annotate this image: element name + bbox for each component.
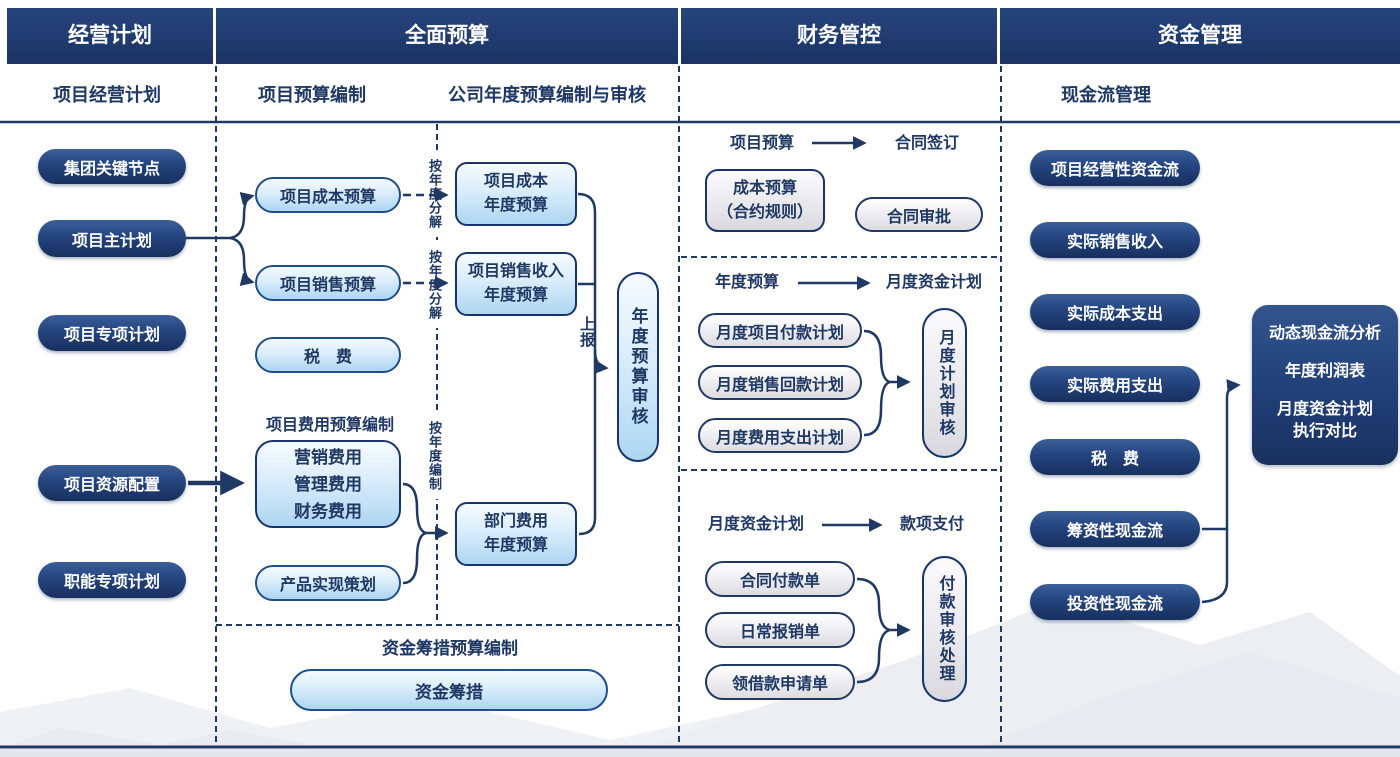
label-project-expense-budgeting: 项目费用预算编制 xyxy=(265,417,394,434)
header-financial-control: 财务管控 xyxy=(681,8,997,64)
label-report-up: 上报 xyxy=(578,310,595,354)
label-annual-breakdown-1: 按年度分解 xyxy=(426,150,443,237)
node-product-realization-planning: 产品实现策划 xyxy=(255,565,401,601)
expense-line-finance: 财务费用 xyxy=(294,501,362,521)
box-line: 部门费用 xyxy=(483,513,548,530)
box-line: 项目成本 xyxy=(483,173,548,190)
arrow-cashflows-to-analysis xyxy=(1201,379,1241,604)
header-comprehensive-budget: 全面预算 xyxy=(216,8,678,64)
node-daily-expense-claim: 日常报销单 xyxy=(705,612,855,648)
node-monthly-expense-payout-plan: 月度费用支出计划 xyxy=(698,418,862,453)
node-project-operating-cashflow: 项目经营性资金流 xyxy=(1030,150,1200,186)
node-project-resource-allocation: 项目资源配置 xyxy=(38,465,186,501)
subheader-cashflow-management: 现金流管理 xyxy=(1061,85,1151,105)
box-line: 年度预算 xyxy=(483,537,548,554)
box-line: 成本预算 xyxy=(732,179,797,197)
node-payment-review-processing: 付款审核处理 xyxy=(922,556,967,702)
node-taxes-actual: 税 费 xyxy=(1030,439,1200,475)
node-expense-box: 营销费用 管理费用 财务费用 xyxy=(255,440,401,528)
analysis-line: 月度资金计划 xyxy=(1276,401,1373,418)
node-actual-expense-payout: 实际费用支出 xyxy=(1030,366,1200,402)
subheader-annual-budget-review: 公司年度预算编制与审核 xyxy=(448,85,646,105)
subheader-project-business-plan: 项目经营计划 xyxy=(53,85,161,105)
box-line: 年度预算 xyxy=(483,197,548,214)
node-contract-payment-slip: 合同付款单 xyxy=(705,561,855,597)
brace-payment-slips xyxy=(856,577,908,684)
arrow-report-to-review xyxy=(593,349,609,374)
node-monthly-sales-collection-plan: 月度销售回款计划 xyxy=(698,365,862,400)
label-annual-compilation: 按年度编制 xyxy=(426,412,443,499)
analysis-line: 执行对比 xyxy=(1292,423,1357,440)
node-annual-budget-review: 年度预算审核 xyxy=(617,272,659,462)
label-funding-budgeting: 资金筹措预算编制 xyxy=(382,639,518,658)
header-capital-management: 资金管理 xyxy=(1000,8,1400,64)
node-project-cost-annual-budget: 项目成本 年度预算 xyxy=(455,162,577,226)
brace-monthly-plans xyxy=(863,329,908,437)
node-financing-cashflow: 筹资性现金流 xyxy=(1030,511,1200,547)
analysis-line: 动态现金流分析 xyxy=(1268,325,1381,342)
node-monthly-project-payment-plan: 月度项目付款计划 xyxy=(698,313,862,348)
label-annual-breakdown-2: 按年度分解 xyxy=(426,241,443,328)
label-project-budget-from: 项目预算 xyxy=(729,135,794,152)
label-annual-budget-from: 年度预算 xyxy=(714,274,779,291)
node-actual-sales-income: 实际销售收入 xyxy=(1030,222,1200,258)
analysis-line: 年度利润表 xyxy=(1284,363,1365,380)
node-actual-cost-payout: 实际成本支出 xyxy=(1030,294,1200,330)
expense-line-admin: 管理费用 xyxy=(294,474,362,494)
label-monthly-fund-plan: 月度资金计划 xyxy=(885,274,982,291)
expense-line-marketing: 营销费用 xyxy=(294,447,362,467)
line-annual-boxes-join xyxy=(577,192,597,536)
node-investing-cashflow: 投资性现金流 xyxy=(1030,584,1200,620)
node-project-sales-annual-budget: 项目销售收入 年度预算 xyxy=(455,252,577,316)
arrow-master-to-sales xyxy=(229,236,255,286)
label-payment-of-funds: 款项支付 xyxy=(899,516,964,533)
node-fund-raising: 资金筹措 xyxy=(290,669,608,711)
node-project-sales-budget: 项目销售预算 xyxy=(255,265,401,301)
node-functional-special-plan: 职能专项计划 xyxy=(38,562,186,598)
node-monthly-plan-review: 月度计划审核 xyxy=(922,308,967,458)
node-project-master-plan: 项目主计划 xyxy=(38,220,186,257)
node-department-expense-annual-budget: 部门费用 年度预算 xyxy=(455,502,577,566)
header-business-planning: 经营计划 xyxy=(7,8,213,64)
node-taxes: 税 费 xyxy=(255,337,401,373)
node-group-key-milestones: 集团关键节点 xyxy=(38,149,186,184)
box-line: 项目销售收入 xyxy=(467,263,564,280)
label-contract-signing: 合同签订 xyxy=(894,135,959,152)
node-loan-application-slip: 领借款申请单 xyxy=(705,664,855,700)
box-line: 年度预算 xyxy=(483,287,548,304)
node-project-special-plan: 项目专项计划 xyxy=(38,315,186,351)
box-line: （合约规则） xyxy=(716,203,813,221)
node-project-cost-budget: 项目成本预算 xyxy=(255,177,401,213)
node-dynamic-cashflow-analysis: 动态现金流分析 年度利润表 月度资金计划 执行对比 xyxy=(1252,305,1398,465)
label-monthly-fund-plan-from: 月度资金计划 xyxy=(707,516,804,533)
arrow-master-to-cost xyxy=(186,196,252,240)
node-contract-approval: 合同审批 xyxy=(855,197,983,232)
node-cost-budget-contract-rules: 成本预算 （合约规则） xyxy=(705,169,825,232)
subheader-project-budgeting: 项目预算编制 xyxy=(258,85,366,105)
